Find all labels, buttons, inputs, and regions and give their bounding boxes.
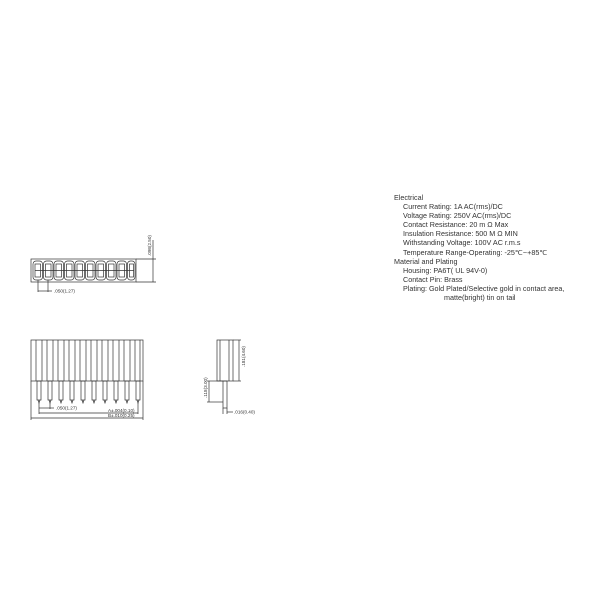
housing-spec: Housing: PA6T( UL 94V-0): [403, 265, 488, 275]
insulation-resistance: Insulation Resistance: 500 M Ω MIN: [403, 229, 518, 239]
front-view-housing: [30, 339, 144, 382]
spec-block: Electrical Current Rating: 1A AC(rms)/DC…: [394, 193, 564, 302]
plating-spec-cont: matte(bright) tin on tail: [444, 293, 516, 303]
top-view-housing: [30, 258, 137, 283]
contact-resistance: Contact Resistance: 20 m Ω Max: [403, 220, 509, 230]
front-view-pins: [36, 380, 141, 405]
top-view: [30, 240, 156, 292]
withstanding-voltage: Withstanding Voltage: 100V AC r.m.s: [403, 238, 521, 248]
contact-pin-spec: Contact Pin: Brass: [403, 274, 463, 284]
top-height-label: .098(2.50): [147, 235, 152, 256]
side-tail-length-label: .118(3.00): [203, 377, 208, 398]
front-pitch-label: .050(1.27): [56, 406, 77, 411]
side-view-housing: [216, 339, 234, 382]
front-dim-b-label: B±.010(0.25): [108, 413, 135, 418]
top-view-cells: [32, 260, 136, 281]
side-body-height-label: .181(4.60): [241, 346, 246, 367]
side-view: [207, 339, 241, 414]
front-view: [30, 339, 144, 420]
electrical-title: Electrical: [394, 193, 424, 202]
voltage-rating: Voltage Rating: 250V AC(rms)/DC: [403, 211, 512, 221]
current-rating: Current Rating: 1A AC(rms)/DC: [403, 202, 503, 212]
top-pitch-label: .050(1.27): [54, 289, 75, 294]
plating-spec: Plating: Gold Plated/Selective gold in c…: [403, 283, 565, 293]
side-pin-width-label: .016(0.40): [234, 410, 255, 415]
front-dim-a-label: A±.004(0.10): [108, 408, 135, 413]
temperature-range: Temperature Range-Operating: -25℃~+85℃: [403, 247, 548, 257]
material-title: Material and Plating: [394, 256, 458, 266]
